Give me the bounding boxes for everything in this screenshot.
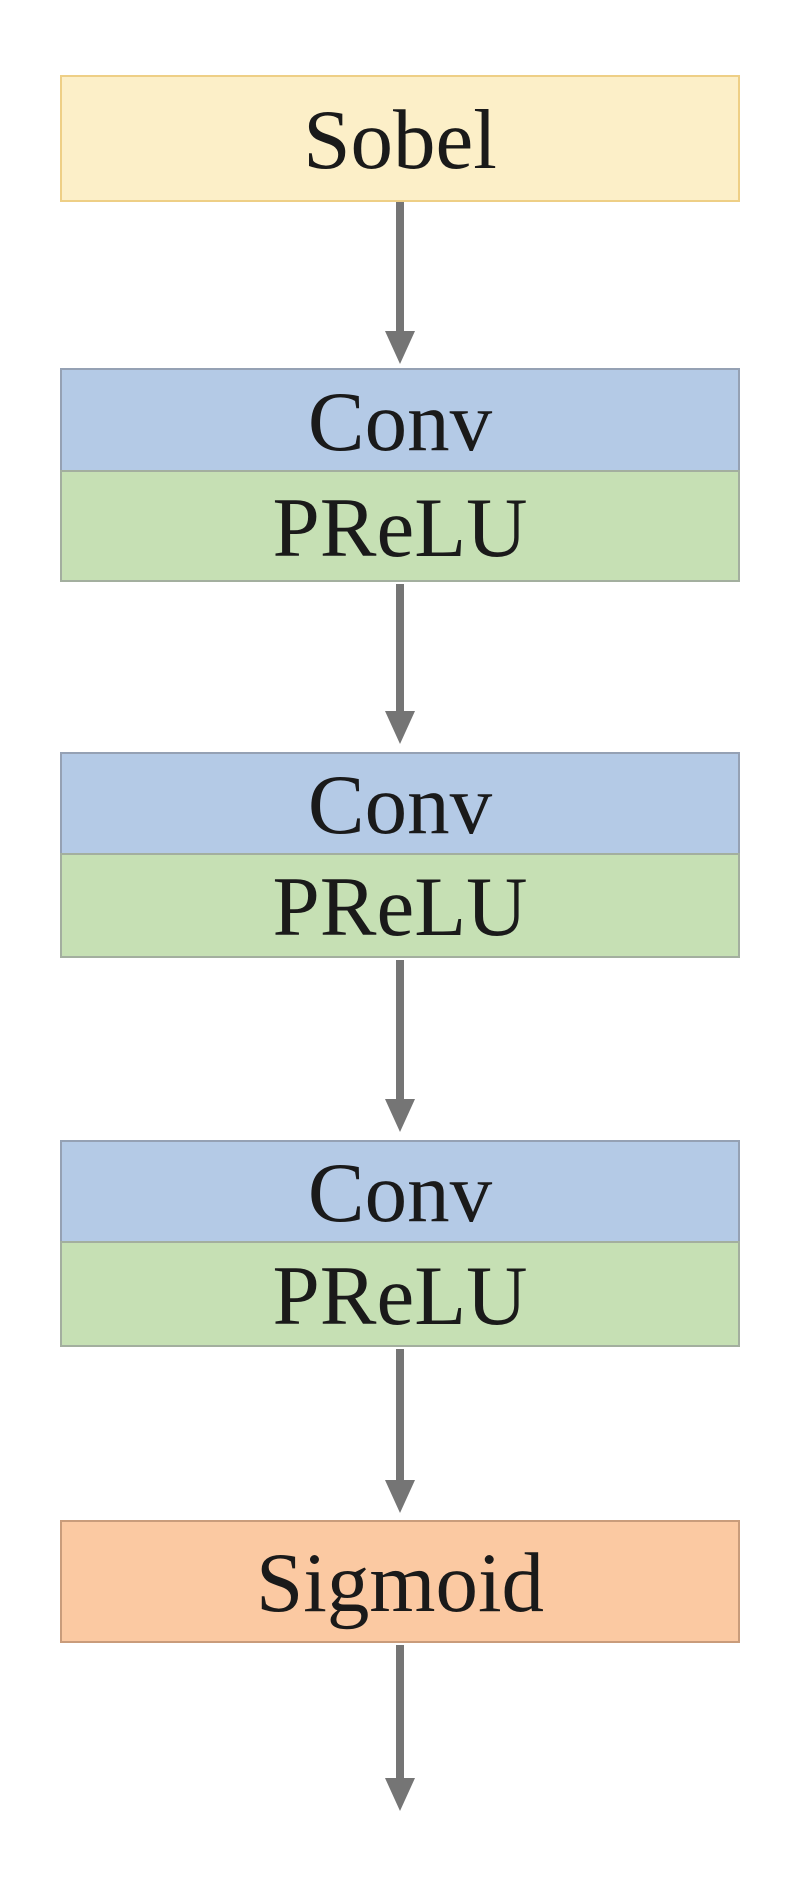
node-conv-3: Conv <box>60 1140 740 1243</box>
arrow-shaft <box>396 202 404 331</box>
arrow-shaft <box>396 960 404 1099</box>
flow-arrow-4 <box>385 1349 415 1513</box>
arrow-shaft <box>396 1645 404 1778</box>
node-sobel: Sobel <box>60 75 740 202</box>
node-conv-2: Conv <box>60 752 740 855</box>
node-prelu-1-label: PReLU <box>272 480 528 575</box>
node-conv-3-label: Conv <box>307 1146 493 1240</box>
flow-arrow-3 <box>385 960 415 1132</box>
flow-arrow-1 <box>385 202 415 364</box>
node-prelu-3: PReLU <box>60 1241 740 1347</box>
node-sobel-label: Sobel <box>303 93 497 187</box>
node-sigmoid-label: Sigmoid <box>255 1536 545 1630</box>
node-conv-1: Conv <box>60 368 740 472</box>
arrow-shaft <box>396 584 404 711</box>
arrow-shaft <box>396 1349 404 1480</box>
node-conv-2-label: Conv <box>307 758 493 852</box>
arrow-head-icon <box>385 711 415 744</box>
arrow-head-icon <box>385 1099 415 1132</box>
arrow-head-icon <box>385 331 415 364</box>
node-sigmoid: Sigmoid <box>60 1520 740 1643</box>
arrow-head-icon <box>385 1480 415 1513</box>
node-prelu-2: PReLU <box>60 853 740 958</box>
node-prelu-2-label: PReLU <box>272 860 528 954</box>
arrow-head-icon <box>385 1778 415 1811</box>
node-conv-1-label: Conv <box>307 374 493 469</box>
node-prelu-1: PReLU <box>60 470 740 582</box>
node-prelu-3-label: PReLU <box>272 1248 528 1343</box>
flow-arrow-2 <box>385 584 415 744</box>
flow-arrow-5 <box>385 1645 415 1811</box>
